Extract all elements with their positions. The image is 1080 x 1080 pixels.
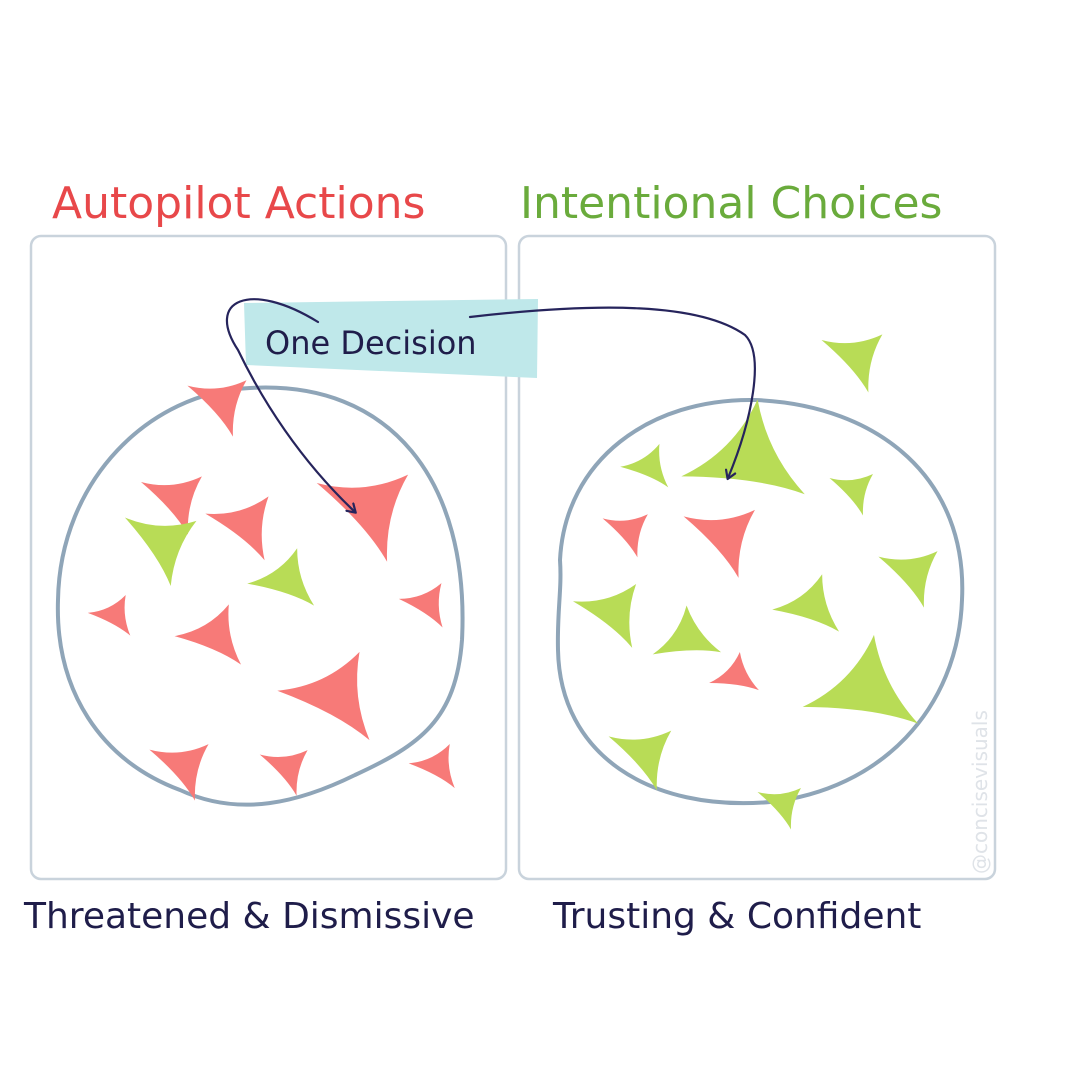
red-shape (684, 510, 755, 578)
red-shape (149, 744, 208, 800)
title-autopilot-actions: Autopilot Actions (52, 178, 425, 229)
title-intentional-choices: Intentional Choices (520, 178, 942, 229)
red-shape (398, 583, 453, 636)
red-shape (275, 652, 390, 764)
left-shapes (86, 380, 464, 800)
red-shape (86, 595, 139, 647)
caption-trusting-confident: Trusting & Confident (552, 896, 921, 937)
red-shape (187, 380, 246, 436)
callout-label: One Decision (265, 324, 477, 362)
red-shape (603, 514, 648, 557)
green-shape (244, 548, 326, 629)
left-circle (58, 388, 463, 805)
green-shape (830, 474, 874, 516)
green-shape (769, 574, 851, 655)
green-shape (618, 444, 677, 502)
red-shape (204, 496, 279, 569)
watermark: @concisevisuals (968, 710, 992, 874)
red-shape (707, 652, 767, 712)
green-shape (649, 606, 730, 688)
green-shape (797, 635, 936, 774)
red-shape (172, 604, 254, 685)
green-shape (878, 551, 937, 607)
green-shape (758, 788, 802, 830)
right-shapes (572, 334, 938, 829)
red-shape (260, 750, 308, 796)
red-shape (407, 744, 464, 800)
green-shape (572, 584, 647, 657)
caption-threatened-dismissive: Threatened & Dismissive (23, 896, 475, 937)
green-shape (822, 334, 883, 392)
